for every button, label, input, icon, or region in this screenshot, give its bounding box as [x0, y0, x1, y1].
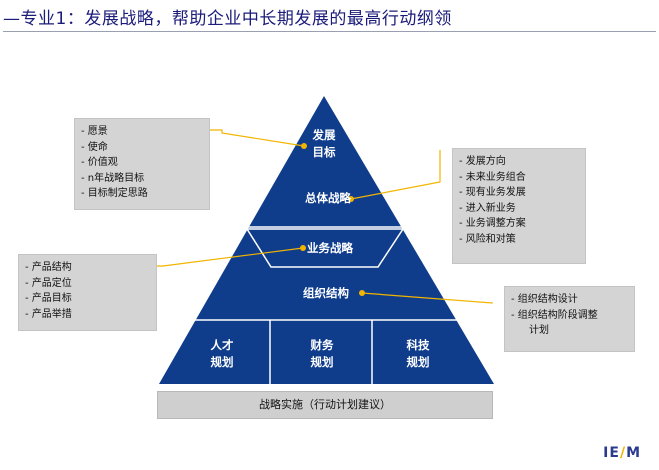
- list-item: 使命: [81, 140, 203, 156]
- overall-strategy-box: 发展方向 未来业务组合 现有业务发展 进入新业务 业务调整方案 风险和对策: [452, 148, 586, 264]
- list-item: 目标制定思路: [81, 186, 203, 202]
- list-item: 产品结构: [25, 260, 150, 276]
- tech-plan-line-1: 科技: [406, 338, 430, 352]
- list-item: 愿景: [81, 124, 203, 140]
- connector-vision: [210, 129, 305, 147]
- iem-logo: IE/M: [603, 445, 641, 461]
- list-item: 价值观: [81, 155, 203, 171]
- connector-overall: [350, 150, 441, 200]
- hr-plan-label: 人才 规划: [192, 337, 252, 371]
- page-title: —专业1：发展战略，帮助企业中长期发展的最高行动纲领: [3, 9, 452, 29]
- org-structure-label: 组织结构: [303, 286, 349, 300]
- business-strategy-label: 业务战略: [307, 241, 353, 255]
- hr-plan-line-2: 规划: [210, 355, 234, 369]
- connector-dot-org: [359, 290, 365, 296]
- connector-dot-vision: [301, 143, 307, 149]
- apex-label-line-1: 发展: [312, 128, 336, 142]
- list-item: 风险和对策: [459, 232, 579, 248]
- list-item: 产品定位: [25, 276, 150, 292]
- finance-plan-line-2: 规划: [310, 355, 334, 369]
- list-item: 业务调整方案: [459, 216, 579, 232]
- tech-plan-label: 科技 规划: [388, 337, 448, 371]
- hr-plan-line-1: 人才: [210, 338, 234, 352]
- tech-plan-line-2: 规划: [406, 355, 430, 369]
- list-item: 组织结构设计: [511, 292, 628, 308]
- business-strategy-band: [245, 228, 405, 268]
- connector-dot-business: [300, 245, 306, 251]
- logo-right: M: [626, 445, 641, 461]
- finance-plan-line-1: 财务: [310, 338, 334, 352]
- list-item: 产品目标: [25, 291, 150, 307]
- business-strategy-box: 产品结构 产品定位 产品目标 产品举措: [18, 254, 157, 331]
- org-structure-box: 组织结构设计 组织结构阶段调整 计划: [504, 286, 635, 352]
- list-item: 发展方向: [459, 154, 579, 170]
- list-item: n年战略目标: [81, 171, 203, 187]
- list-item: 进入新业务: [459, 201, 579, 217]
- connector-dot-overall: [348, 196, 354, 202]
- list-item: 组织结构阶段调整: [511, 308, 628, 324]
- finance-plan-label: 财务 规划: [292, 337, 352, 371]
- list-item: 产品举措: [25, 307, 150, 323]
- connector-business: [157, 247, 304, 267]
- apex-label-line-2: 目标: [312, 145, 336, 159]
- title-divider: [3, 31, 656, 32]
- apex-label: 发展 目标: [294, 127, 354, 161]
- list-item: 未来业务组合: [459, 170, 579, 186]
- connector-org: [361, 292, 493, 304]
- list-item: 现有业务发展: [459, 185, 579, 201]
- logo-slash: /: [619, 445, 627, 461]
- logo-left: IE: [603, 445, 620, 461]
- overall-strategy-label: 总体战略: [305, 191, 351, 205]
- list-item: 计划: [529, 325, 549, 336]
- strategy-implementation-bar: 战略实施（行动计划建议）: [157, 391, 493, 419]
- vision-box: 愿景 使命 价值观 n年战略目标 目标制定思路: [74, 118, 210, 210]
